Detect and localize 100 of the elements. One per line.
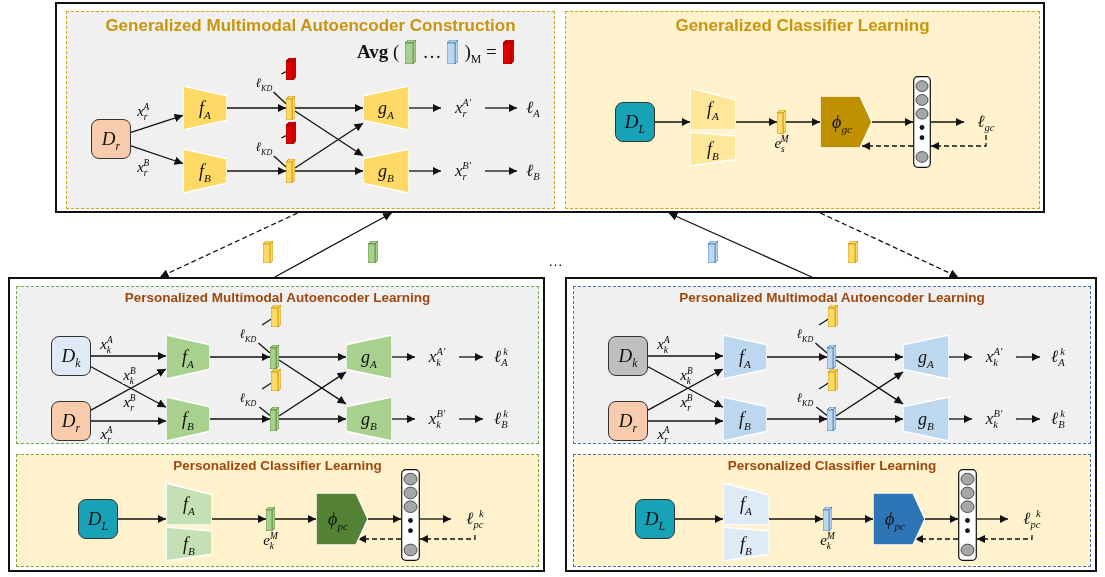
encoder-trapezoid: [723, 397, 767, 441]
arrow: [90, 351, 167, 361]
leader-line: [257, 342, 271, 354]
arrow: [419, 514, 452, 524]
frame-box: [8, 277, 545, 572]
arrow: [357, 534, 402, 544]
encoder-trapezoid: [166, 397, 210, 441]
math-label: ℓ$_{KD}$: [786, 389, 824, 407]
arrow: [948, 352, 973, 362]
math-label: f$_{A}$: [740, 493, 752, 515]
dataset-box: [608, 336, 648, 376]
frame-box: [565, 277, 1097, 572]
math-label: g$_{A}$: [378, 97, 394, 119]
stage-panel: [573, 454, 1091, 567]
classifier-pentagon: [316, 493, 368, 545]
feature-block: [271, 369, 281, 391]
arrow: [647, 351, 724, 361]
feature-block: [286, 58, 296, 80]
encoder-trapezoid: [723, 483, 769, 525]
arrow: [668, 212, 813, 278]
leader-line: [818, 318, 829, 326]
dataset-box: [615, 102, 655, 142]
arrow: [391, 352, 416, 362]
leader-line: [272, 91, 287, 105]
feature-block: [828, 305, 838, 327]
arrow: [766, 414, 828, 424]
math-label: D$_{k}$: [61, 345, 81, 367]
arrow: [835, 414, 904, 424]
arrow: [209, 414, 271, 424]
encoder-trapezoid: [690, 88, 736, 130]
ellipsis-text: …: [548, 252, 563, 269]
dataset-box: [635, 499, 675, 539]
math-label: D$_{r}$: [61, 410, 81, 432]
arrow: [391, 414, 416, 424]
math-label: ℓ$_{KD}$: [245, 74, 283, 92]
math-label: D$_{L}$: [87, 508, 109, 530]
arrow: [1015, 352, 1041, 362]
math-label: ϕ$_{gc}$: [832, 111, 852, 133]
leader-line: [261, 382, 272, 390]
decoder-trapezoid: [346, 335, 392, 379]
arrow: [211, 514, 267, 524]
formula-text: Avg (: [357, 41, 400, 63]
encoder-trapezoid: [183, 86, 227, 130]
arrow: [835, 352, 904, 362]
feature-block: [270, 407, 279, 431]
feature-block: [777, 110, 786, 134]
arrow: [130, 145, 184, 165]
arrow: [647, 416, 724, 426]
neuron-column-drawing: [401, 469, 420, 561]
feature-block: [823, 507, 832, 531]
math-label: g$_{A}$: [918, 346, 934, 368]
arrow: [408, 103, 442, 113]
math-label: ℓ$_{KD}$: [229, 389, 267, 407]
dataset-box: [51, 336, 91, 376]
leader-line: [814, 342, 828, 354]
decoder-trapezoid: [903, 397, 949, 441]
arrow: [1015, 414, 1041, 424]
math-label: D$_{k}$: [618, 345, 638, 367]
math-label: ϕ$_{pc}$: [885, 508, 905, 530]
arrow: [274, 514, 317, 524]
frame-box: [55, 2, 1045, 213]
encoder-trapezoid: [166, 527, 212, 561]
dataset-box: [78, 499, 118, 539]
stage-panel: [565, 11, 1040, 209]
feature-block: [270, 345, 279, 369]
math-label: D$_{L}$: [644, 508, 666, 530]
math-label: ℓ$_{A}$: [517, 96, 549, 120]
arrow: [117, 514, 167, 524]
math-label: D$_{r}$: [101, 128, 121, 150]
panel-title: Personalized Classifier Learning: [173, 458, 382, 473]
panel-title: Generalized Multimodal Autoencoder Construction: [105, 16, 516, 36]
feature-block: [286, 122, 296, 144]
arrow: [674, 514, 724, 524]
leader-line: [273, 155, 287, 168]
classifier-pentagon: [873, 493, 925, 545]
feature-block: [266, 507, 275, 531]
formula-text: …: [422, 41, 442, 63]
feature-block: [827, 407, 836, 431]
arrow: [948, 414, 973, 424]
feature-block: [286, 159, 295, 183]
dataset-box: [91, 119, 131, 159]
feature-block: [271, 305, 281, 327]
arrow: [278, 414, 347, 424]
math-label: f$_{B}$: [707, 138, 719, 160]
stage-panel: [573, 286, 1091, 444]
feature-block: [827, 345, 836, 369]
panel-title: Personalized Multimodal Autoencoder Learning: [679, 290, 985, 305]
math-label: f$_{B}$: [183, 533, 195, 555]
math-label: ℓ$_{KD}$: [229, 325, 267, 343]
math-label: f$_{A}$: [183, 493, 195, 515]
encoder-trapezoid: [723, 335, 767, 379]
math-label: f$_{B}$: [182, 408, 194, 430]
neuron-column-drawing: [913, 76, 931, 168]
arrow: [835, 359, 904, 405]
arrow: [930, 117, 965, 127]
math-label: f$_{A}$: [739, 346, 751, 368]
neuron-column-drawing: [958, 469, 977, 561]
arrow: [226, 166, 287, 176]
panel-title: Personalized Multimodal Autoencoder Learning: [124, 290, 431, 305]
arrow: [861, 141, 914, 151]
